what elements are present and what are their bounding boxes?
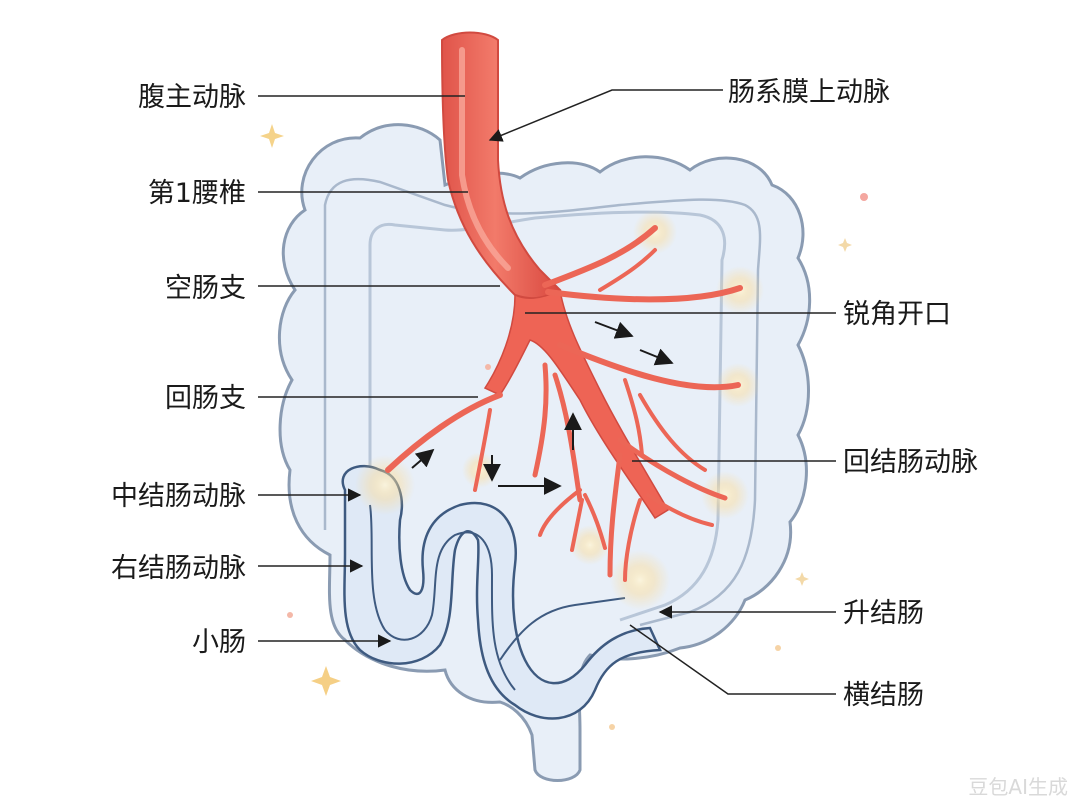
small-intestine-inner-line-2 [499,597,626,661]
sparkle-icon [311,666,341,696]
label-jejunal-branches: 空肠支 [165,273,246,304]
label-ileocolic-artery: 回结肠动脉 [843,447,978,478]
leader-transverse-colon [629,624,836,695]
sparkle-dot [485,364,491,370]
superior-mesenteric-artery [385,31,743,582]
arrow-icon [639,348,674,366]
label-middle-colic-artery: 中结肠动脉 [111,481,246,512]
watermark: 豆包AI生成 [968,775,1068,799]
label-ileal-branches: 回肠支 [165,383,246,414]
leader-lines [258,89,836,695]
labels-left: 腹主动脉 第1腰椎 空肠支 回肠支 中结肠动脉 右结肠动脉 小肠 [111,82,246,658]
flow-arrows [411,321,674,495]
label-transverse-colon: 横结肠 [843,680,924,711]
sparkle-dot [609,724,615,730]
small-intestine-body [341,464,662,720]
leader-sma [488,89,723,142]
label-right-colic-artery: 右结肠动脉 [111,553,246,584]
sparkle-icon [795,572,809,586]
sparkle-icon [838,238,852,252]
small-intestine [341,464,662,720]
colon-lumen-line [323,177,762,627]
label-small-intestine: 小肠 [192,627,246,658]
sparkle-dot [775,645,781,651]
sparkle-dot [287,612,293,618]
arrow-icon [594,321,634,339]
label-ascending-colon: 升结肠 [843,598,924,629]
sparkle-icon [260,124,284,148]
colon-inner-edge [368,210,727,622]
arrow-icon [411,448,435,469]
aorta-highlight [459,47,511,271]
small-intestine-inner-line [369,504,516,691]
labels-right: 肠系膜上动脉 锐角开口 回结肠动脉 升结肠 横结肠 [728,77,978,711]
label-abdominal-aorta: 腹主动脉 [138,82,246,113]
label-first-lumbar-vertebra: 第1腰椎 [148,178,246,209]
sparkles [260,124,868,730]
label-acute-angle-origin: 锐角开口 [843,299,951,330]
artery-branches [385,225,743,582]
sparkle-dot [860,193,868,201]
label-superior-mesenteric-artery: 肠系膜上动脉 [728,77,890,108]
